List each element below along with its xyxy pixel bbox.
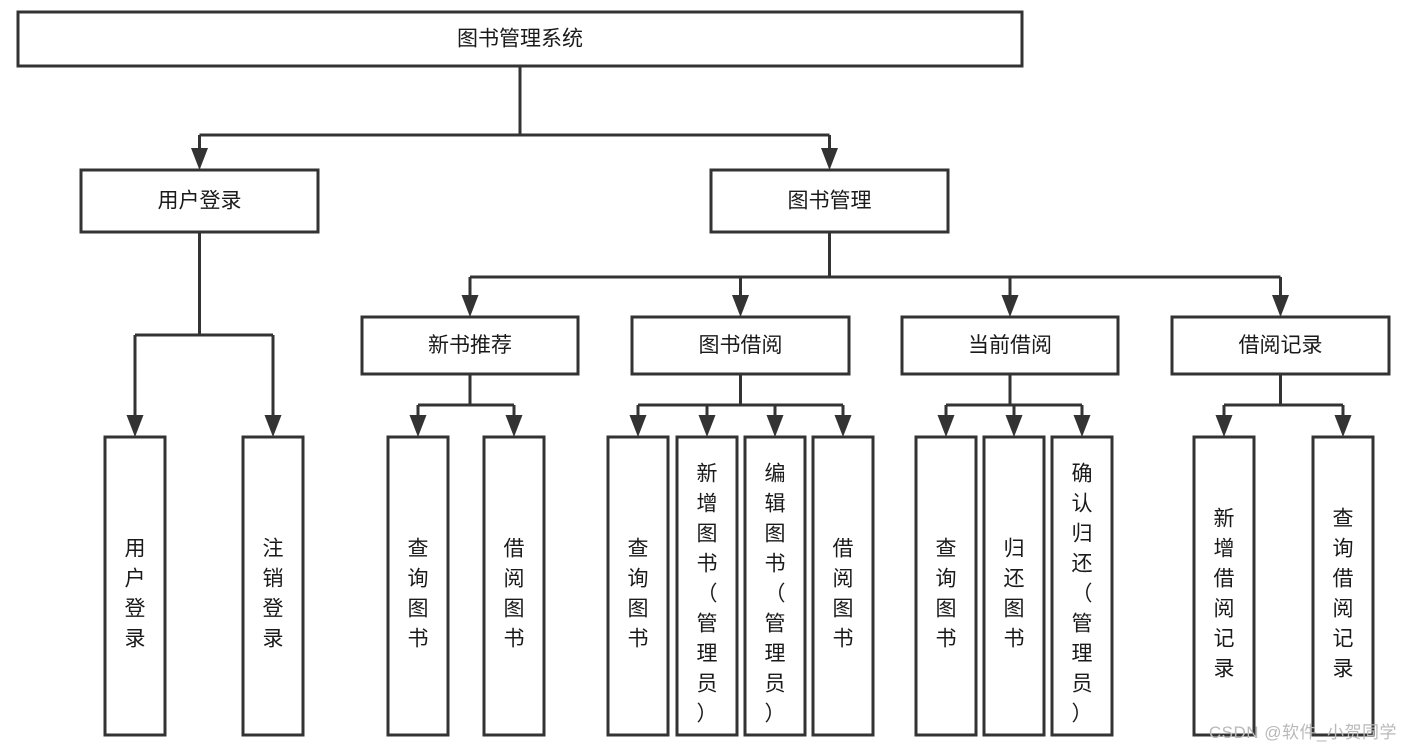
node-label: 新增借阅记录 (1214, 507, 1235, 680)
node-layer: 图书管理系统用户登录图书管理新书推荐图书借阅当前借阅借阅记录用户登录注销登录查询… (16, 10, 1391, 737)
arrow-head-icon (1334, 415, 1352, 437)
arrow-head-icon (1001, 295, 1019, 317)
node-current-borrow[interactable]: 当前借阅 (900, 315, 1120, 376)
node-box (743, 435, 807, 737)
node-label: 归还图书 (1004, 537, 1025, 650)
node-label: 查询借阅记录 (1333, 507, 1354, 680)
node-label: 新书推荐 (428, 334, 512, 357)
node-leaf-bb-borrow[interactable]: 借阅图书 (811, 435, 875, 737)
node-label: 查询图书 (628, 537, 649, 650)
node-label: 借阅图书 (833, 537, 854, 650)
arrow-head-icon (766, 415, 784, 437)
node-label: 用户登录 (158, 190, 242, 213)
node-leaf-rec-query[interactable]: 查询图书 (386, 435, 450, 737)
node-box (630, 315, 851, 376)
node-label: 当前借阅 (968, 334, 1052, 357)
node-box (914, 435, 978, 737)
node-box (79, 168, 320, 234)
node-box (103, 435, 167, 737)
node-user-login[interactable]: 用户登录 (79, 168, 320, 234)
node-book-borrow[interactable]: 图书借阅 (630, 315, 851, 376)
arrow-head-icon (505, 415, 523, 437)
watermark-label: CSDN @软件_小贺同学 (1208, 723, 1397, 742)
node-label: 查询图书 (408, 537, 429, 650)
node-leaf-cb-query[interactable]: 查询图书 (914, 435, 978, 737)
arrow-head-icon (1215, 415, 1233, 437)
arrow-head-icon (629, 415, 647, 437)
node-leaf-cb-return[interactable]: 归还图书 (982, 435, 1046, 737)
node-label: 图书管理 (788, 190, 872, 213)
node-leaf-logout[interactable]: 注销登录 (241, 435, 305, 737)
arrow-head-icon (1005, 415, 1023, 437)
arrow-head-icon (732, 295, 749, 317)
node-label: 借阅图书 (504, 537, 525, 650)
node-label: 图书管理系统 (457, 28, 583, 51)
node-leaf-bb-query[interactable]: 查询图书 (606, 435, 670, 737)
node-box (386, 435, 450, 737)
node-leaf-bb-add[interactable]: 新增图书（管理员） (675, 435, 739, 737)
node-box (16, 10, 1024, 68)
node-box (606, 435, 670, 737)
node-box (1311, 435, 1375, 737)
node-box (1170, 315, 1391, 376)
arrow-head-icon (264, 415, 282, 437)
node-label: 编辑图书（管理员） (765, 462, 786, 725)
arrow-head-icon (937, 415, 955, 437)
node-leaf-cb-confirm[interactable]: 确认归还（管理员） (1050, 435, 1114, 737)
connector-layer (126, 66, 1352, 437)
node-label: 确认归还（管理员） (1072, 462, 1093, 725)
node-box (900, 315, 1120, 376)
node-label: 用户登录 (125, 537, 146, 650)
arrow-head-icon (461, 295, 479, 317)
node-borrow-record[interactable]: 借阅记录 (1170, 315, 1391, 376)
node-box (1192, 435, 1256, 737)
node-leaf-br-add[interactable]: 新增借阅记录 (1192, 435, 1256, 737)
node-box (811, 435, 875, 737)
node-label: 新增图书（管理员） (697, 462, 718, 725)
node-label: 图书借阅 (699, 334, 783, 357)
node-box (1050, 435, 1114, 737)
node-leaf-user-login[interactable]: 用户登录 (103, 435, 167, 737)
node-root[interactable]: 图书管理系统 (16, 10, 1024, 68)
arrow-head-icon (1272, 295, 1289, 317)
node-leaf-bb-edit[interactable]: 编辑图书（管理员） (743, 435, 807, 737)
node-box (360, 315, 580, 376)
node-box (709, 168, 950, 234)
node-book-manage[interactable]: 图书管理 (709, 168, 950, 234)
arrow-head-icon (821, 148, 838, 170)
node-label: 注销登录 (263, 537, 284, 650)
node-new-book-rec[interactable]: 新书推荐 (360, 315, 580, 376)
arrow-head-icon (834, 415, 852, 437)
arrow-head-icon (409, 415, 427, 437)
node-leaf-rec-borrow[interactable]: 借阅图书 (482, 435, 546, 737)
node-box (982, 435, 1046, 737)
node-box (482, 435, 546, 737)
arrow-head-icon (126, 415, 144, 437)
node-leaf-br-query[interactable]: 查询借阅记录 (1311, 435, 1375, 737)
arrow-head-icon (698, 415, 716, 437)
node-label: 借阅记录 (1239, 334, 1323, 357)
node-box (675, 435, 739, 737)
arrow-head-icon (1073, 415, 1091, 437)
node-label: 查询图书 (936, 537, 957, 650)
node-box (241, 435, 305, 737)
arrow-head-icon (191, 148, 208, 170)
